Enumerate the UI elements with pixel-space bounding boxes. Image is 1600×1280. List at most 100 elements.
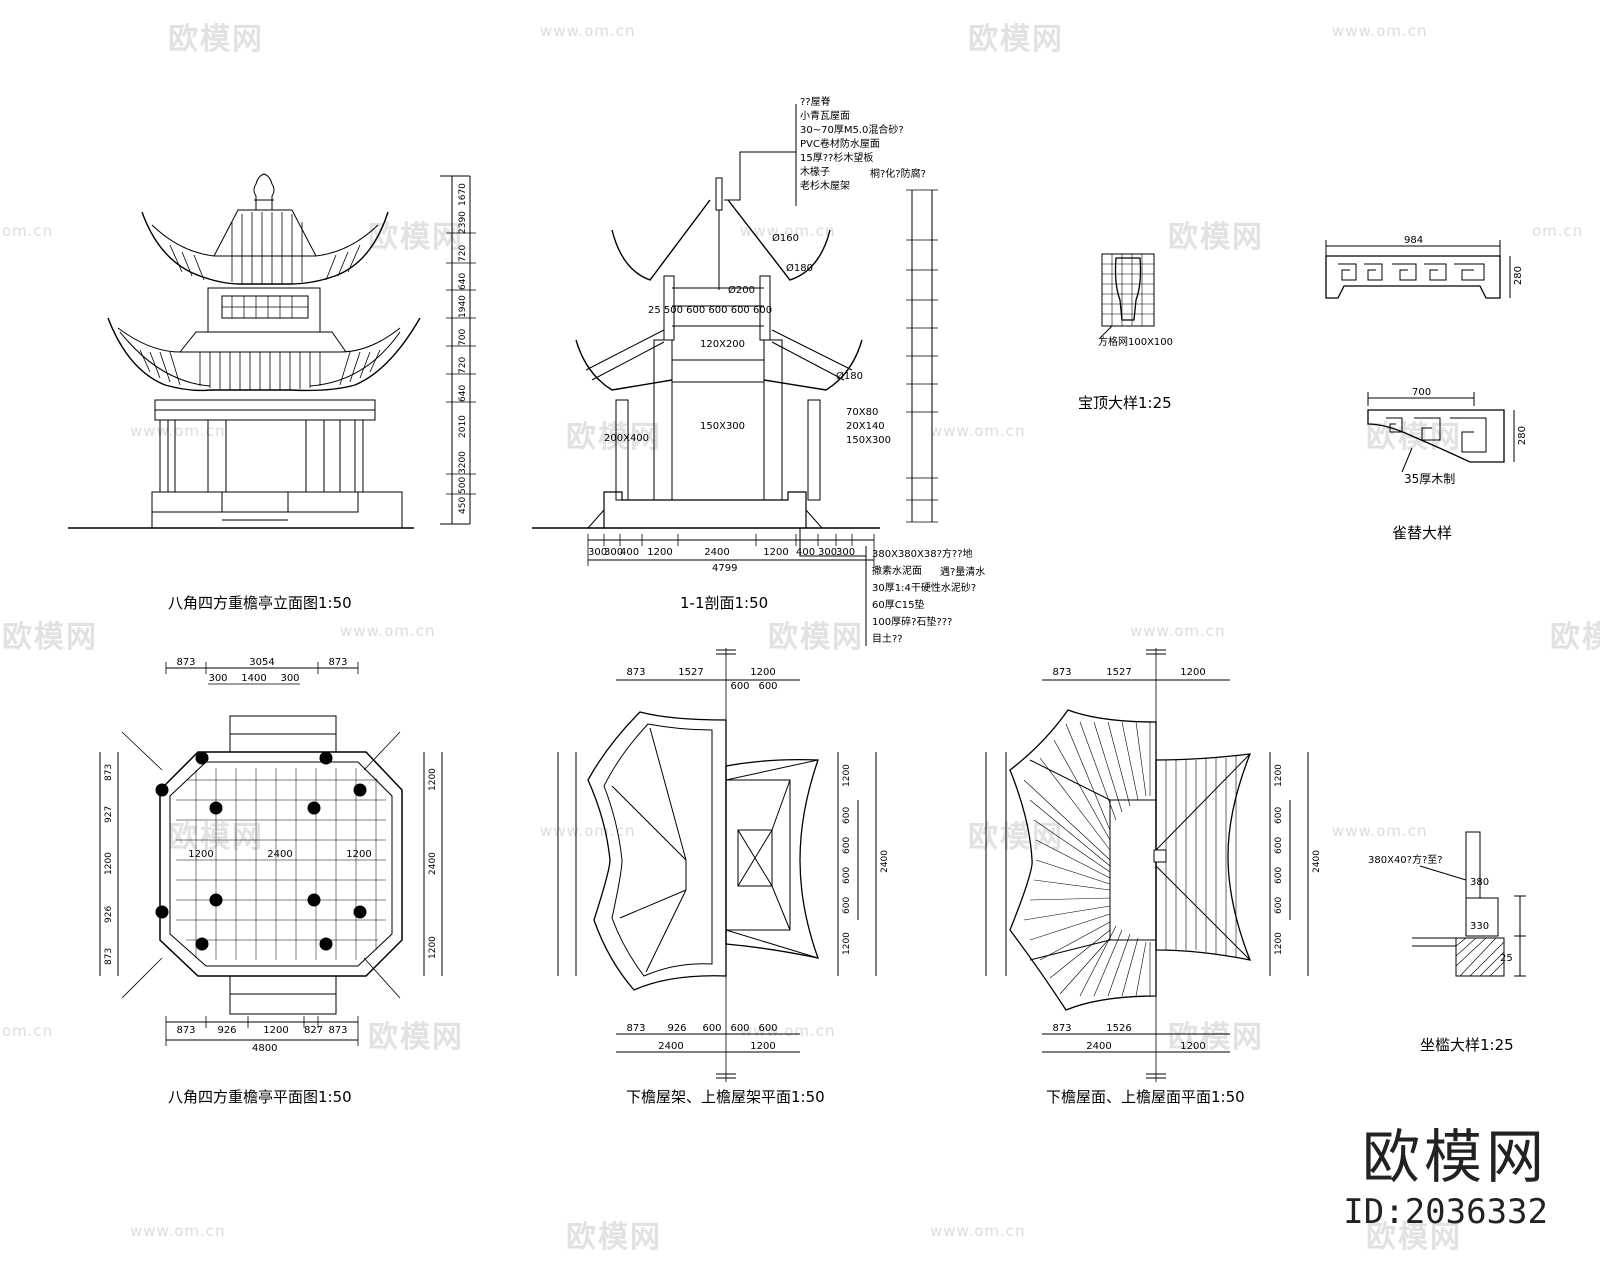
dim-label: 926 xyxy=(217,1025,237,1036)
watermark-url: www.om.cn xyxy=(930,1222,1026,1240)
section-dim-top: 25 500 600 600 600 600 xyxy=(648,305,773,316)
dim-label: 300 xyxy=(604,547,624,558)
watermark-url: www.om.cn xyxy=(1332,822,1428,840)
dim-label: 1527 xyxy=(1106,667,1132,678)
watermark-brand: 欧模网 xyxy=(368,220,464,255)
dim-label: 873 xyxy=(104,947,114,965)
plan-dims-top-inner: 300 1400 300 xyxy=(208,672,300,686)
roof-plan-drawing xyxy=(985,648,1309,1082)
note-line: PVC卷材防水屋面 xyxy=(800,139,880,150)
dim-label: 600 xyxy=(1274,806,1284,824)
watermark-url: om.cn xyxy=(1532,222,1584,240)
section-note-side2: 遇?量清水 xyxy=(940,567,986,578)
dim-label: 600 xyxy=(730,681,750,692)
note-line: 100厚碎?石垫??? xyxy=(872,617,953,628)
watermark-url: www.om.cn xyxy=(740,1022,836,1040)
dim-label: 1200 xyxy=(842,764,852,788)
watermark-brand: 欧模网 xyxy=(968,820,1064,855)
dim-label: 720 xyxy=(458,244,468,262)
dim-label: 873 xyxy=(104,763,114,781)
dim-label: 2400 xyxy=(1086,1041,1112,1052)
bracket-note: 35厚木制 xyxy=(1404,472,1456,486)
dim-label: 300 xyxy=(818,547,838,558)
roof-frame-drawing xyxy=(557,648,877,1082)
plan-dims-top: 873 3054 873 xyxy=(166,656,358,670)
watermark-brand: 欧模网 xyxy=(1168,220,1264,255)
section-label: 150X300 xyxy=(700,421,746,432)
dim-label: 600 xyxy=(758,681,778,692)
dim-label: 873 xyxy=(328,1025,348,1036)
dim-label: 1200 xyxy=(104,852,114,876)
note-line: 老杉木屋架 xyxy=(800,181,850,192)
note-line: 30厚1:4干硬性水泥砂? xyxy=(872,583,977,594)
dim-label: 827 xyxy=(304,1025,324,1036)
caption-bracket: 雀替大样 xyxy=(1392,524,1453,542)
dim-label: 3200 xyxy=(458,451,468,474)
note-line: 380X380X38?方??地 xyxy=(872,549,973,560)
section-label: 20X140 xyxy=(846,421,885,432)
caption-bench: 坐槛大样1:25 xyxy=(1420,1036,1514,1054)
dim-label: 3054 xyxy=(249,657,275,668)
watermark-brand: 欧模网 xyxy=(566,420,662,455)
dim-label: 873 xyxy=(1052,1023,1072,1034)
dim-label: 1200 xyxy=(1274,932,1284,956)
section-label: Ø160 xyxy=(772,233,799,244)
bracket-detail xyxy=(1325,240,1515,473)
bench-dim-3: 25 xyxy=(1500,953,1513,964)
section-label: 200X400 xyxy=(604,433,650,444)
note-line: 目土?? xyxy=(872,634,903,645)
frame-dims-top-inner: 600 600 xyxy=(726,680,782,694)
dim-label: 1200 xyxy=(428,768,438,792)
section-label: Ø180 xyxy=(786,263,813,274)
dim-label: 1527 xyxy=(678,667,704,678)
dim-label: 1200 xyxy=(263,1025,289,1036)
caption-elevation: 八角四方重檐亭立面图1:50 xyxy=(168,594,352,612)
watermark-brand: 欧模网 xyxy=(768,620,864,655)
dim-label: 1940 xyxy=(458,295,468,318)
section-dims-bottom: 300 300 400 1200 2400 1200 400 300 300 xyxy=(588,546,878,560)
dim-label: 300 xyxy=(588,547,608,558)
note-line: 木椽子 xyxy=(800,167,830,178)
dim-label: 926 xyxy=(667,1023,687,1034)
watermark-url: www.om.cn xyxy=(340,622,436,640)
dim-label: 1200 xyxy=(647,547,673,558)
dim-label: 600 xyxy=(842,896,852,914)
dim-label: 400 xyxy=(620,547,640,558)
watermark-brand: 欧模网 xyxy=(1366,1220,1462,1255)
dim-label: 300 xyxy=(208,673,228,684)
watermark-brand: 欧模网 xyxy=(968,22,1064,57)
dim-label: 1200 xyxy=(1274,764,1284,788)
frame-dims-bottom-total: 2400 1200 xyxy=(616,1040,800,1054)
dim-label: 1200 xyxy=(750,667,776,678)
section-drawing xyxy=(532,104,938,646)
dim-label: 400 xyxy=(796,547,816,558)
dim-label: 2400 xyxy=(658,1041,684,1052)
note-line: 小青瓦屋面 xyxy=(800,111,850,122)
watermark-brand: 欧模网 xyxy=(1550,620,1600,655)
dim-label: 1200 xyxy=(842,932,852,956)
bench-note: 380X40?方?至? xyxy=(1368,855,1443,866)
dim-label: 873 xyxy=(176,657,196,668)
dim-label: 1200 xyxy=(1180,667,1206,678)
bracket-width-1: 984 xyxy=(1404,235,1424,246)
dim-label: 640 xyxy=(458,384,468,402)
dim-label: 1670 xyxy=(458,183,468,206)
watermark-brand: 欧模网 xyxy=(2,620,98,655)
section-label: 70X80 xyxy=(846,407,879,418)
dim-label: 2400 xyxy=(428,852,438,876)
caption-finial: 宝顶大样1:25 xyxy=(1078,394,1172,412)
dim-label: 600 xyxy=(842,836,852,854)
bracket-width-2: 700 xyxy=(1412,387,1432,398)
dim-label: 300 xyxy=(280,673,300,684)
section-label: Ø180 xyxy=(836,371,863,382)
plan-inner-dims: 1200 2400 1200 xyxy=(180,848,380,862)
dim-label: 1200 xyxy=(763,547,789,558)
dim-label: 600 xyxy=(758,1023,778,1034)
dim-label: 1200 xyxy=(428,936,438,960)
roof-dims-bottom: 873 1526 xyxy=(1042,1022,1230,1036)
dim-label: 450 xyxy=(458,496,468,514)
dim-label: 600 xyxy=(702,1023,722,1034)
bench-detail xyxy=(1412,831,1526,977)
finial-label: 方格网100X100 xyxy=(1098,337,1174,348)
caption-plan: 八角四方重檐亭平面图1:50 xyxy=(168,1088,352,1106)
